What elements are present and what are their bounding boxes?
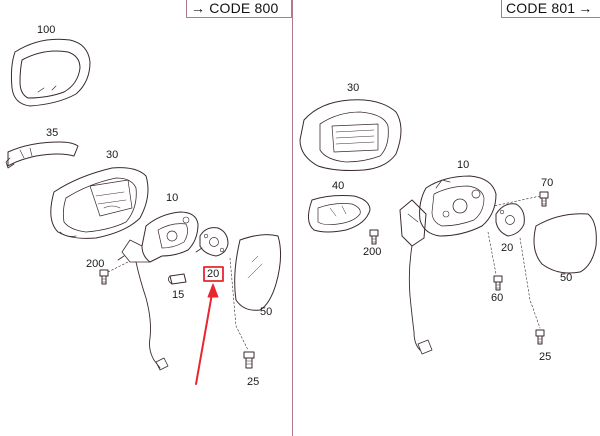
callout-50-right: 50: [560, 272, 573, 284]
wire-harness-right: [399, 199, 433, 355]
part-40-cover: [308, 195, 371, 233]
callout-10-right: 10: [457, 159, 470, 171]
wire-harness-left: [135, 261, 161, 369]
code-801-label: CODE 801: [506, 0, 576, 16]
callout-20: 20: [207, 268, 220, 280]
part-10-motor-assembly: [419, 175, 497, 237]
panel-divider: [292, 0, 294, 436]
header-divider: [501, 0, 503, 18]
part-35-trim-strip: [5, 141, 79, 169]
callout-15: 15: [172, 289, 185, 301]
callout-70: 70: [541, 177, 554, 189]
callout-60: 60: [491, 292, 504, 304]
highlight-callout: [195, 266, 224, 385]
part-100-mirror-frame: [10, 38, 91, 107]
code-800-label: CODE 800: [209, 0, 279, 16]
callout-200: 200: [86, 258, 105, 270]
right-arrow-icon: →: [191, 0, 206, 16]
part-20-actuator-disc-right: [495, 203, 525, 237]
part-30-housing: [50, 167, 149, 239]
callout-100: 100: [37, 24, 56, 36]
highlight-arrow-shaft: [195, 287, 214, 385]
part-25-screw-left: [229, 257, 255, 369]
part-70-screw: [493, 191, 549, 207]
callout-50: 50: [260, 306, 273, 318]
part-50-mirror-glass-right: [533, 213, 597, 274]
highlight-arrow-head: [207, 283, 219, 298]
callout-20-right: 20: [501, 242, 514, 254]
callout-30-right: 30: [347, 82, 360, 94]
code-801-header: CODE 801→: [501, 0, 600, 18]
callout-35: 35: [46, 127, 59, 139]
callout-10: 10: [166, 192, 179, 204]
part-25-screw-right: [519, 237, 545, 345]
part-15-bulb: [168, 273, 187, 285]
callout-200-right: 200: [363, 246, 382, 258]
part-200-screw-left: [99, 261, 129, 285]
part-50-mirror-glass: [234, 234, 282, 311]
callout-30: 30: [106, 149, 119, 161]
code-800-header: →CODE 800: [186, 0, 292, 18]
callout-25-right: 25: [539, 351, 552, 363]
part-200-screw-right: [369, 229, 379, 245]
callout-40: 40: [332, 180, 345, 192]
part-60-screw: [487, 231, 503, 291]
highlight-box: [203, 266, 224, 282]
part-20-actuator-disc: [195, 227, 229, 257]
part-10-motor-bracket: [117, 211, 199, 263]
callout-25: 25: [247, 376, 260, 388]
part-30-housing-right: [299, 99, 402, 171]
right-arrow-icon: →: [578, 0, 593, 16]
